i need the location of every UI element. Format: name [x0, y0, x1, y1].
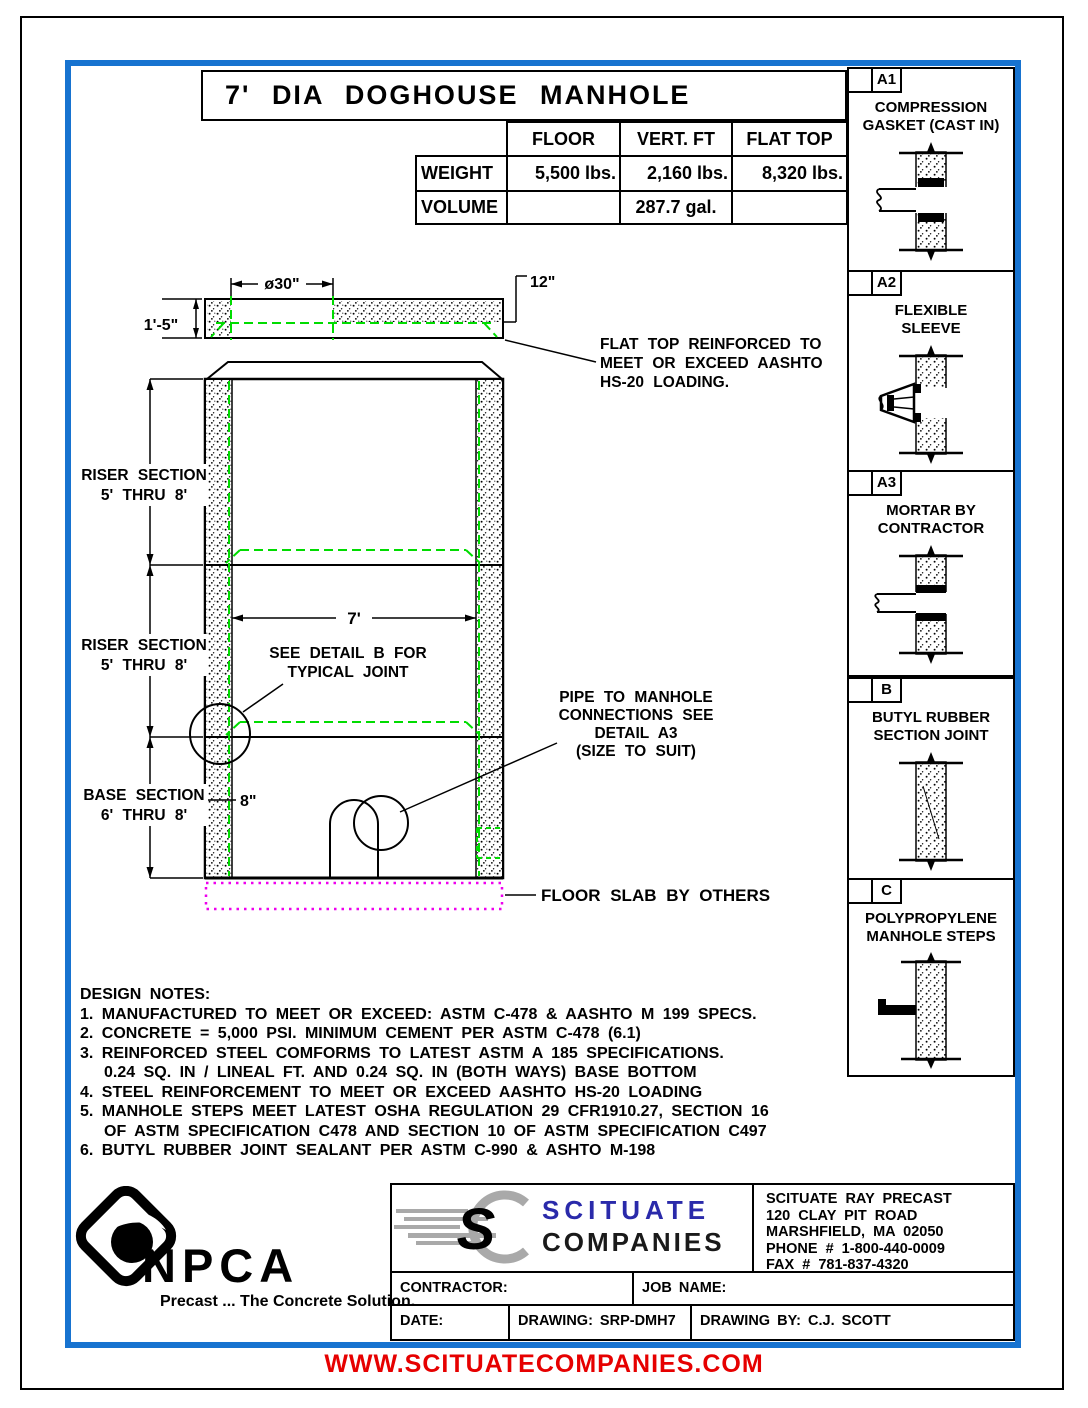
address-line: 120 CLAY PIT ROAD — [766, 1207, 918, 1224]
tab-line — [849, 294, 871, 296]
drawn-by-field: DRAWING BY: C.J. SCOTT — [700, 1313, 891, 1329]
date-field: DATE: — [392, 1306, 510, 1339]
detail-panel-b: B BUTYL RUBBER SECTION JOINT — [847, 677, 1015, 880]
compression-gasket-detail-drawing — [876, 142, 963, 261]
mortar-detail-drawing — [874, 545, 963, 664]
flexible-sleeve-detail-drawing — [878, 345, 963, 464]
spec-col-floor: FLOOR — [506, 121, 619, 155]
detail-tag-a2: A2 — [871, 270, 902, 296]
design-notes: DESIGN NOTES: 1. MANUFACTURED TO MEET OR… — [80, 985, 852, 1161]
spec-weight-vert: 2,160 lbs. — [619, 155, 731, 190]
butyl-joint-detail-drawing — [899, 752, 963, 871]
address-line: FAX # 781-837-4320 — [766, 1257, 909, 1273]
tab-line — [849, 902, 871, 904]
design-note-line: 5. MANHOLE STEPS MEET LATEST OSHA REGULA… — [80, 1103, 769, 1120]
address-line: PHONE # 1-800-440-0009 — [766, 1240, 945, 1257]
panel-a3-title-line1: MORTAR BY — [886, 502, 976, 519]
design-note-line: 6. BUTYL RUBBER JOINT SEALANT PER ASTM C… — [80, 1142, 656, 1159]
npca-logo-text: NPCA — [142, 1239, 300, 1292]
detail-tag-b: B — [871, 677, 902, 703]
page-title: 7' DIA DOGHOUSE MANHOLE — [201, 70, 847, 121]
panel-b-title-line1: BUTYL RUBBER — [871, 709, 991, 726]
detail-tag-a1: A1 — [871, 67, 902, 93]
detail-panel-a2: A2 FLEXIBLE SLEEVE — [847, 270, 1015, 472]
detail-panel-column: A1 COMPRESSION GASKET (CAST IN) — [847, 67, 1015, 1077]
npca-logo-icon — [75, 1186, 177, 1287]
spec-volume-floor — [506, 190, 619, 225]
design-notes-heading: DESIGN NOTES: — [80, 986, 211, 1003]
manhole-steps-detail-drawing — [878, 952, 961, 1069]
website-url: WWW.SCITUATECOMPANIES.COM — [324, 1350, 764, 1378]
contractor-field: CONTRACTOR: — [392, 1273, 634, 1304]
panel-a1-title-line1: COMPRESSION — [874, 99, 988, 116]
scituate-swoosh-icon: S — [394, 1190, 529, 1264]
npca-tagline: Precast ... The Concrete Solution. — [160, 1293, 416, 1310]
company-address: SCITUATE RAY PRECAST 120 CLAY PIT ROAD M… — [754, 1185, 1013, 1273]
address-line: MARSHFIELD, MA 02050 — [766, 1224, 944, 1240]
spec-table: FLOOR VERT. FT FLAT TOP WEIGHT 5,500 lbs… — [415, 121, 848, 225]
outer-sheet-border — [20, 16, 1064, 1390]
panel-a1-title-line2: GASKET (CAST IN) — [862, 117, 1000, 134]
spec-weight-flat: 8,320 lbs. — [731, 155, 848, 190]
design-note-line: 4. STEEL REINFORCEMENT TO MEET OR EXCEED… — [80, 1083, 703, 1101]
drawing-number-field: DRAWING: SRP-DMH7 — [510, 1306, 692, 1339]
panel-c-title-line1: POLYPROPYLENE — [865, 910, 997, 927]
job-name-field: JOB NAME: — [642, 1280, 727, 1296]
detail-tag-c: C — [871, 878, 902, 904]
company-name-line1: SCITUATE — [542, 1195, 711, 1225]
panel-a3-title-line2: CONTRACTOR — [877, 520, 985, 537]
tab-line — [849, 91, 871, 93]
address-line: SCITUATE RAY PRECAST — [766, 1191, 952, 1207]
panel-a2-title-line2: SLEEVE — [901, 320, 961, 337]
spec-row-volume-label: VOLUME — [415, 190, 506, 225]
spec-volume-vert: 287.7 gal. — [619, 190, 731, 225]
detail-panel-c: C POLYPROPYLENE MANHOLE STEPS — [847, 878, 1015, 1077]
detail-tag-a3: A3 — [871, 470, 902, 496]
title-block: S SCITUATE COMPANIES SCITUATE RAY PRECAS… — [390, 1183, 1015, 1341]
design-note-line: 1. MANUFACTURED TO MEET OR EXCEED: ASTM … — [80, 1005, 757, 1023]
spec-col-vert-ft: VERT. FT — [619, 121, 731, 155]
detail-panel-a3: A3 MORTAR BY CONTRACTOR — [847, 470, 1015, 677]
spec-table-spacer — [415, 121, 506, 155]
spec-col-flat-top: FLAT TOP — [731, 121, 848, 155]
panel-a2-title-line1: FLEXIBLE — [894, 302, 968, 319]
company-logo-cell: S SCITUATE COMPANIES — [392, 1185, 754, 1273]
detail-panel-a1: A1 COMPRESSION GASKET (CAST IN) — [847, 67, 1015, 272]
company-name-line2: COMPANIES — [542, 1227, 725, 1257]
spec-weight-floor: 5,500 lbs. — [506, 155, 619, 190]
tab-line — [849, 701, 871, 703]
design-note-line: 2. CONCRETE = 5,000 PSI. MINIMUM CEMENT … — [80, 1025, 641, 1042]
spec-row-weight-label: WEIGHT — [415, 155, 506, 190]
blue-sheet-border — [65, 60, 1021, 1348]
tab-line — [849, 494, 871, 496]
svg-text:S: S — [457, 1197, 496, 1262]
design-note-line: 3. REINFORCED STEEL COMFORMS TO LATEST A… — [80, 1044, 724, 1062]
spec-volume-flat — [731, 190, 848, 225]
design-note-line: OF ASTM SPECIFICATION C478 AND SECTION 1… — [104, 1122, 767, 1140]
design-note-line: 0.24 SQ. IN / LINEAL FT. AND 0.24 SQ. IN… — [104, 1064, 697, 1081]
panel-b-title-line2: SECTION JOINT — [873, 727, 989, 744]
panel-c-title-line2: MANHOLE STEPS — [866, 928, 996, 945]
